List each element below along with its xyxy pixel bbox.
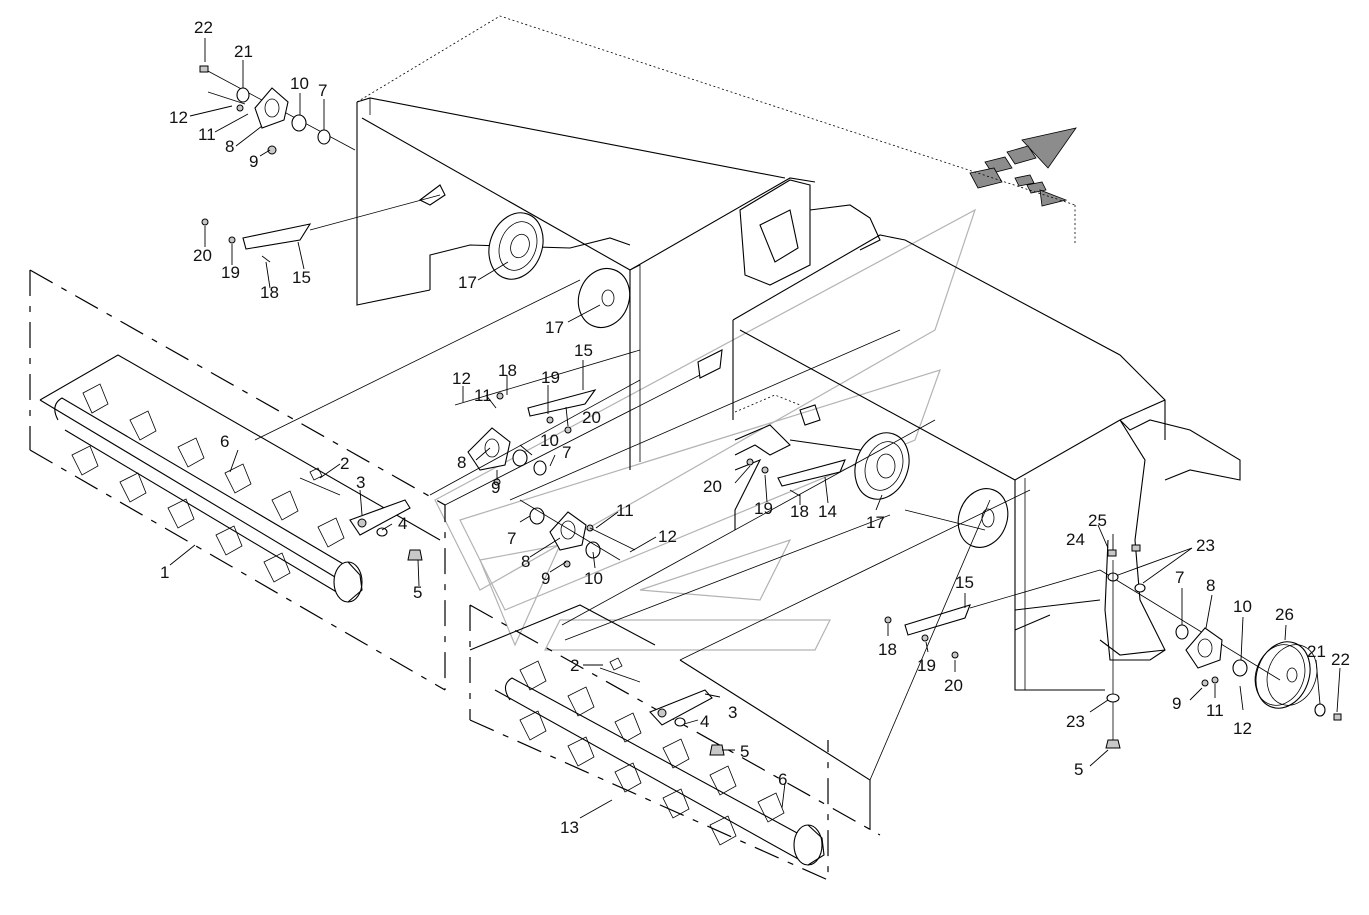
callout-18: 18 (498, 361, 517, 380)
callout-9: 9 (541, 569, 550, 588)
callout-14: 14 (818, 502, 837, 521)
callout-15: 15 (955, 573, 974, 592)
shaft-assemblies (199, 65, 1342, 749)
callout-12: 12 (169, 108, 188, 127)
callout-6: 6 (220, 432, 229, 451)
pulley-26 (1254, 641, 1318, 709)
rotor-13 (469, 604, 881, 881)
callout-20: 20 (193, 246, 212, 265)
callout-2: 2 (340, 454, 349, 473)
callout-7: 7 (1175, 568, 1184, 587)
callout-6: 6 (778, 770, 787, 789)
callout-11: 11 (474, 386, 492, 405)
callout-19: 19 (541, 368, 560, 387)
callout-26: 26 (1275, 605, 1294, 624)
callout-5: 5 (413, 583, 422, 602)
callout-22: 22 (194, 18, 213, 37)
callout-9: 9 (1172, 694, 1181, 713)
callout-18: 18 (878, 640, 897, 659)
callout-17: 17 (458, 273, 477, 292)
callout-7: 7 (318, 81, 327, 100)
callout-10: 10 (584, 569, 603, 588)
callout-20: 20 (582, 408, 601, 427)
callout-3: 3 (356, 473, 365, 492)
callout-4: 4 (700, 712, 709, 731)
callout-8: 8 (225, 137, 234, 156)
callout-18: 18 (260, 283, 279, 302)
callout-19: 19 (917, 656, 936, 675)
watermark-logo (434, 208, 977, 651)
callout-23: 23 (1066, 712, 1085, 731)
callout-9: 9 (491, 478, 500, 497)
callout-7: 7 (562, 443, 571, 462)
rotor-1 (29, 269, 446, 691)
callout-12: 12 (1233, 719, 1252, 738)
callout-20: 20 (703, 477, 722, 496)
callout-11: 11 (198, 125, 216, 144)
callout-25: 25 (1088, 511, 1107, 530)
bearing-discs (488, 212, 1318, 709)
callout-17: 17 (545, 318, 564, 337)
callout-19: 19 (221, 263, 240, 282)
callout-20: 20 (944, 676, 963, 695)
connection-lines (254, 279, 1031, 781)
travel-direction-arrows-icon (969, 127, 1077, 207)
callout-4: 4 (398, 514, 407, 533)
disc-17-lower-mid (854, 432, 910, 500)
callout-22: 22 (1331, 650, 1350, 669)
callout-5: 5 (740, 742, 749, 761)
disc-17-upper-mid (577, 267, 631, 329)
callout-17: 17 (866, 513, 885, 532)
callout-15: 15 (574, 341, 593, 360)
callout-labels: 22 21 10 7 12 11 8 9 20 19 18 15 17 17 1… (160, 18, 1350, 837)
callout-10: 10 (1233, 597, 1252, 616)
lower-housing (732, 234, 1241, 691)
callout-1: 1 (160, 563, 169, 582)
callout-11: 11 (616, 501, 634, 520)
callout-21: 21 (1307, 642, 1326, 661)
callout-2: 2 (570, 656, 579, 675)
callout-8: 8 (457, 453, 466, 472)
callout-15: 15 (292, 268, 311, 287)
callout-11: 11 (1206, 701, 1224, 720)
callout-18: 18 (790, 502, 809, 521)
callout-12: 12 (452, 369, 471, 388)
callout-10: 10 (290, 74, 309, 93)
callout-23: 23 (1196, 536, 1215, 555)
callout-5: 5 (1074, 760, 1083, 779)
callout-8: 8 (1206, 576, 1215, 595)
callout-3: 3 (728, 703, 737, 722)
leader-lines (169, 38, 1341, 819)
disc-17-lower-right (957, 488, 1009, 548)
callout-24: 24 (1066, 530, 1085, 549)
callout-13: 13 (560, 818, 579, 837)
callout-19: 19 (754, 499, 773, 518)
callout-10: 10 (540, 431, 559, 450)
callout-7: 7 (507, 529, 516, 548)
callout-9: 9 (249, 152, 258, 171)
disc-17-upper-left (488, 212, 544, 280)
callout-8: 8 (521, 552, 530, 571)
callout-12: 12 (658, 527, 677, 546)
callout-21: 21 (234, 42, 253, 61)
